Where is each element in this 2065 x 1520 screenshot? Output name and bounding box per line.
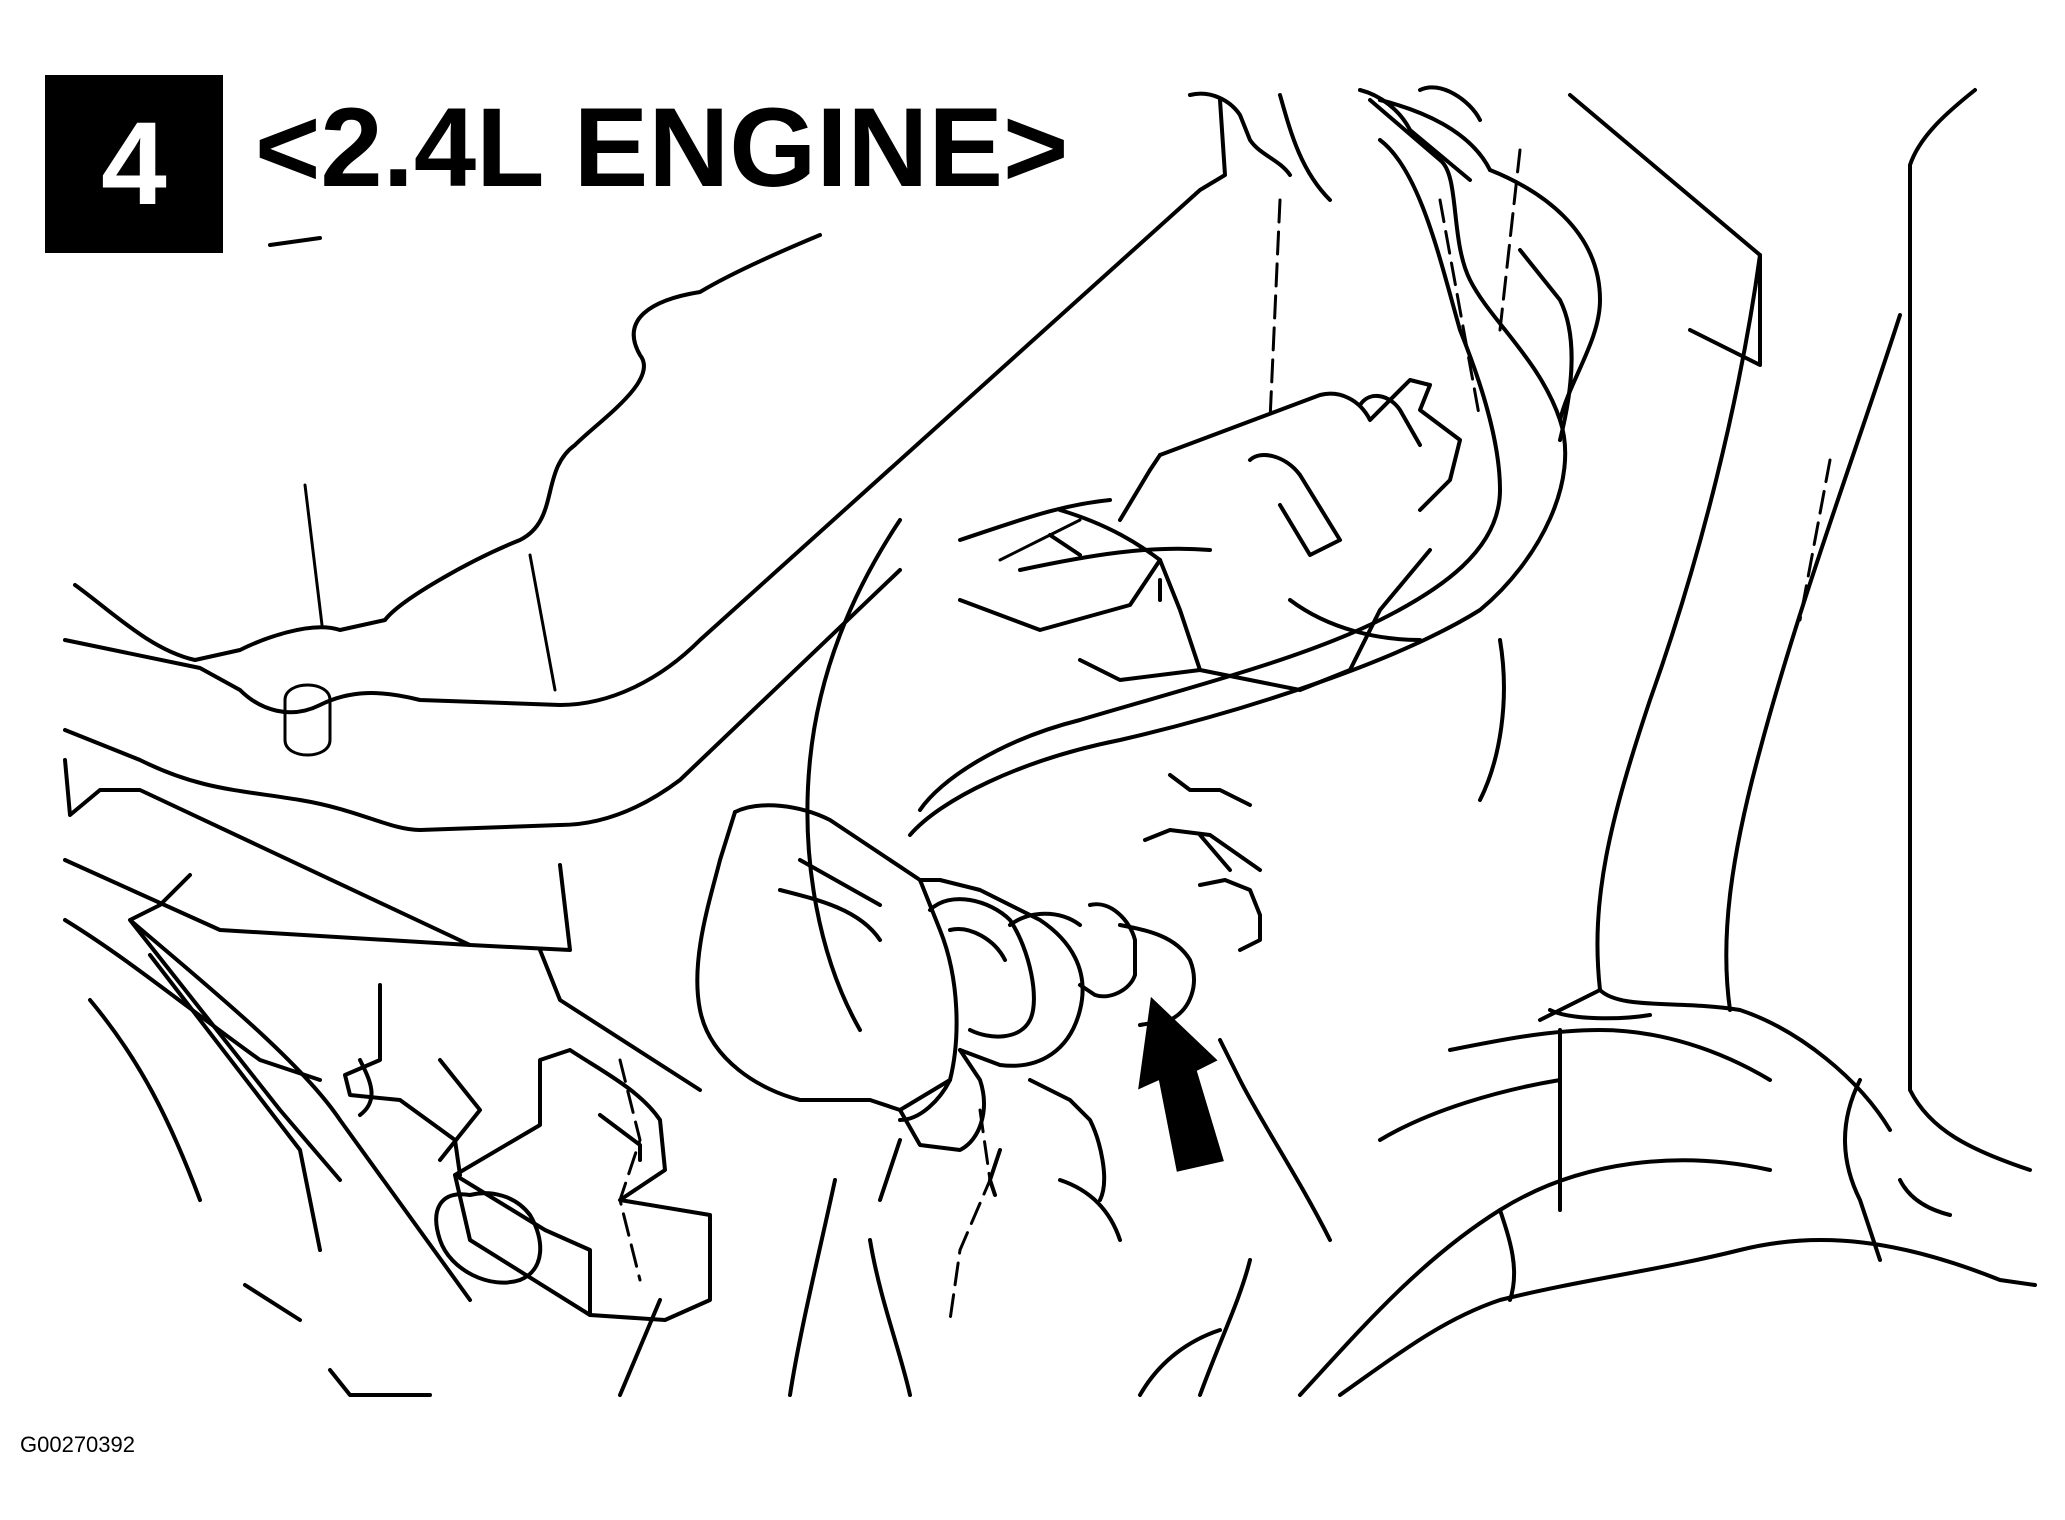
right-frame: [1138, 88, 2037, 1397]
engine-cover: [63, 98, 1227, 832]
bracket-plug: [343, 983, 712, 1322]
step-title: <2.4L ENGINE>: [255, 85, 1069, 210]
step-number-badge: 4: [45, 75, 223, 253]
hidden-lines: [618, 148, 1832, 1322]
wiring-harness: [908, 85, 1602, 837]
connector-housing: [695, 803, 1332, 1397]
arrow-up-left-icon: [1138, 996, 1224, 1172]
lower-tray: [63, 758, 702, 1397]
figure-id: G00270392: [20, 1432, 135, 1457]
